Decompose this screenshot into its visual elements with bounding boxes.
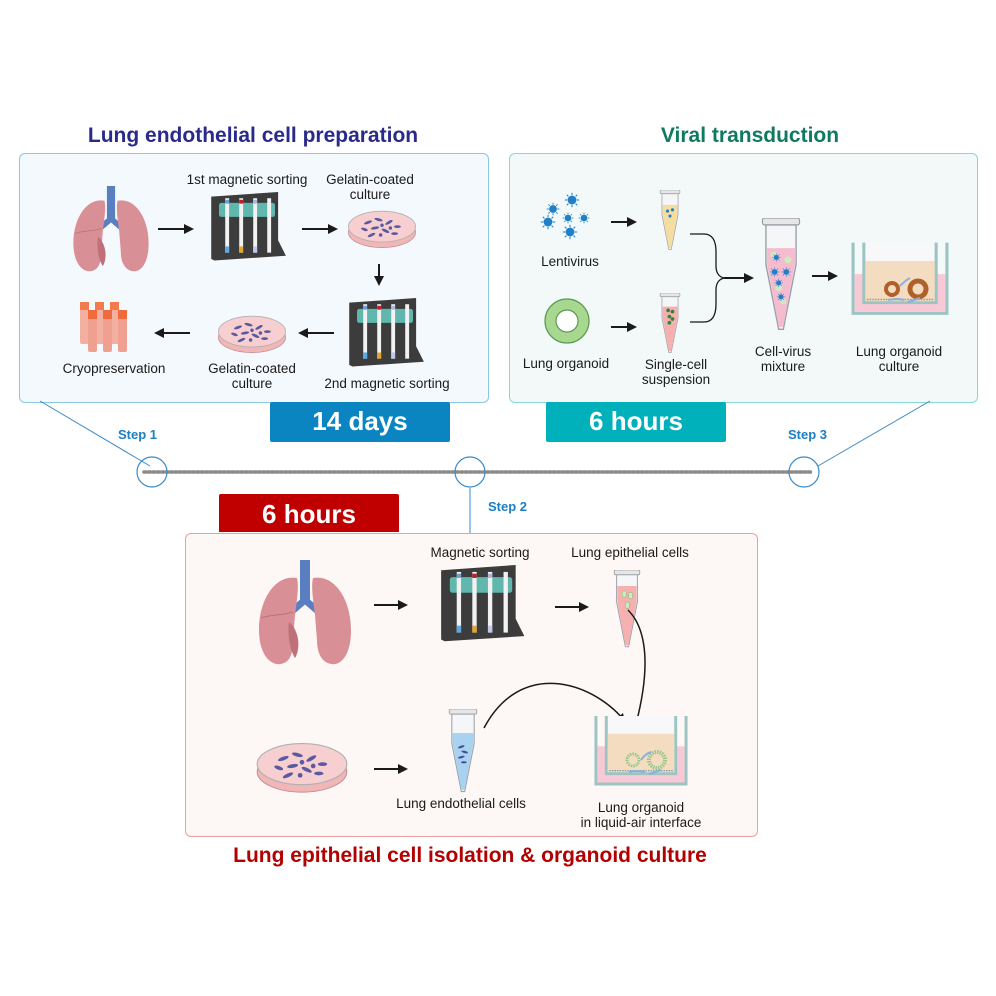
arrow-icon (611, 322, 637, 332)
step-3-marker (788, 456, 820, 488)
label-line: Gelatin-coated (208, 361, 296, 376)
label-line: Cell-virus (754, 344, 812, 359)
duration-badge-6-hours-epithelial: 6 hours (219, 494, 399, 532)
step-2-marker (454, 456, 486, 488)
arrow-icon (555, 602, 589, 612)
arrow-icon (374, 600, 408, 610)
label-gelatin-culture-2: Gelatin-coated culture (202, 361, 302, 391)
tube-epithelial-icon (610, 570, 644, 650)
label-line: in liquid-air interface (580, 815, 702, 830)
arrow-icon (812, 271, 838, 281)
magnetic-rack-icon (205, 192, 289, 262)
epithelial-section-title: Lung epithelial cell isolation & organoi… (233, 844, 707, 867)
step-2-label: Step 2 (488, 499, 528, 514)
label-single-cell-suspension: Single-cell suspension (640, 357, 712, 387)
label-line: Single-cell (644, 357, 708, 372)
organoid-icon (544, 298, 590, 344)
arrow-icon (302, 224, 338, 234)
duration-badge-6-hours-viral: 6 hours (546, 402, 726, 442)
label-line: Lung organoid (855, 344, 943, 359)
culture-dish-icon (347, 207, 417, 249)
timeline (39, 400, 931, 538)
tube-virus-icon (656, 190, 684, 252)
label-first-magnetic-sorting: 1st magnetic sorting (186, 172, 308, 187)
arrow-left-icon (298, 328, 334, 338)
label-magnetic-sorting: Magnetic sorting (430, 545, 530, 560)
transwell-culture-icon (851, 240, 949, 316)
label-second-magnetic-sorting: 2nd magnetic sorting (324, 376, 450, 391)
merge-arrow-icon (690, 233, 754, 323)
label-line: culture (349, 187, 391, 202)
tube-endothelial-icon (444, 709, 482, 795)
culture-dish-icon (254, 738, 350, 794)
lung-icon (255, 560, 355, 670)
transwell-ali-icon (594, 714, 688, 786)
label-line: Gelatin-coated (326, 172, 414, 187)
tube-cells-icon (656, 293, 684, 355)
label-lung-organoid-ali: Lung organoid in liquid-air interface (566, 800, 716, 830)
magnetic-rack-icon (343, 298, 427, 368)
arrow-down-icon (374, 264, 384, 286)
arrow-icon (374, 764, 408, 774)
step-1-label: Step 1 (118, 427, 158, 442)
duration-badge-14-days: 14 days (270, 402, 450, 442)
tube-mixture-icon (756, 218, 806, 334)
arrow-left-icon (154, 328, 190, 338)
cryovials-icon (80, 302, 127, 352)
label-line: suspension (641, 372, 711, 387)
arrow-icon (611, 217, 637, 227)
culture-dish-icon (217, 312, 287, 354)
lung-icon (70, 186, 152, 276)
label-lentivirus: Lentivirus (541, 254, 599, 269)
label-lung-organoid: Lung organoid (522, 356, 610, 371)
step-3-label: Step 3 (788, 427, 828, 442)
endothelial-section-title: Lung endothelial cell preparation (87, 124, 419, 147)
label-gelatin-culture-1: Gelatin-coated culture (320, 172, 420, 202)
label-line: culture (231, 376, 273, 391)
viral-section-title: Viral transduction (660, 124, 840, 147)
label-line: culture (878, 359, 920, 374)
flow-curve-arrows (483, 609, 646, 729)
label-line: Lung organoid (597, 800, 685, 815)
label-cryopreservation: Cryopreservation (62, 361, 166, 376)
label-cell-virus-mixture: Cell-virus mixture (746, 344, 820, 374)
lentivirus-icon (540, 192, 590, 240)
label-lung-organoid-culture: Lung organoid culture (840, 344, 958, 374)
step-1-marker (136, 456, 168, 488)
arrow-icon (158, 224, 194, 234)
label-line: mixture (760, 359, 806, 374)
label-lung-endothelial-cells: Lung endothelial cells (396, 796, 526, 811)
label-lung-epithelial-cells: Lung epithelial cells (571, 545, 689, 560)
